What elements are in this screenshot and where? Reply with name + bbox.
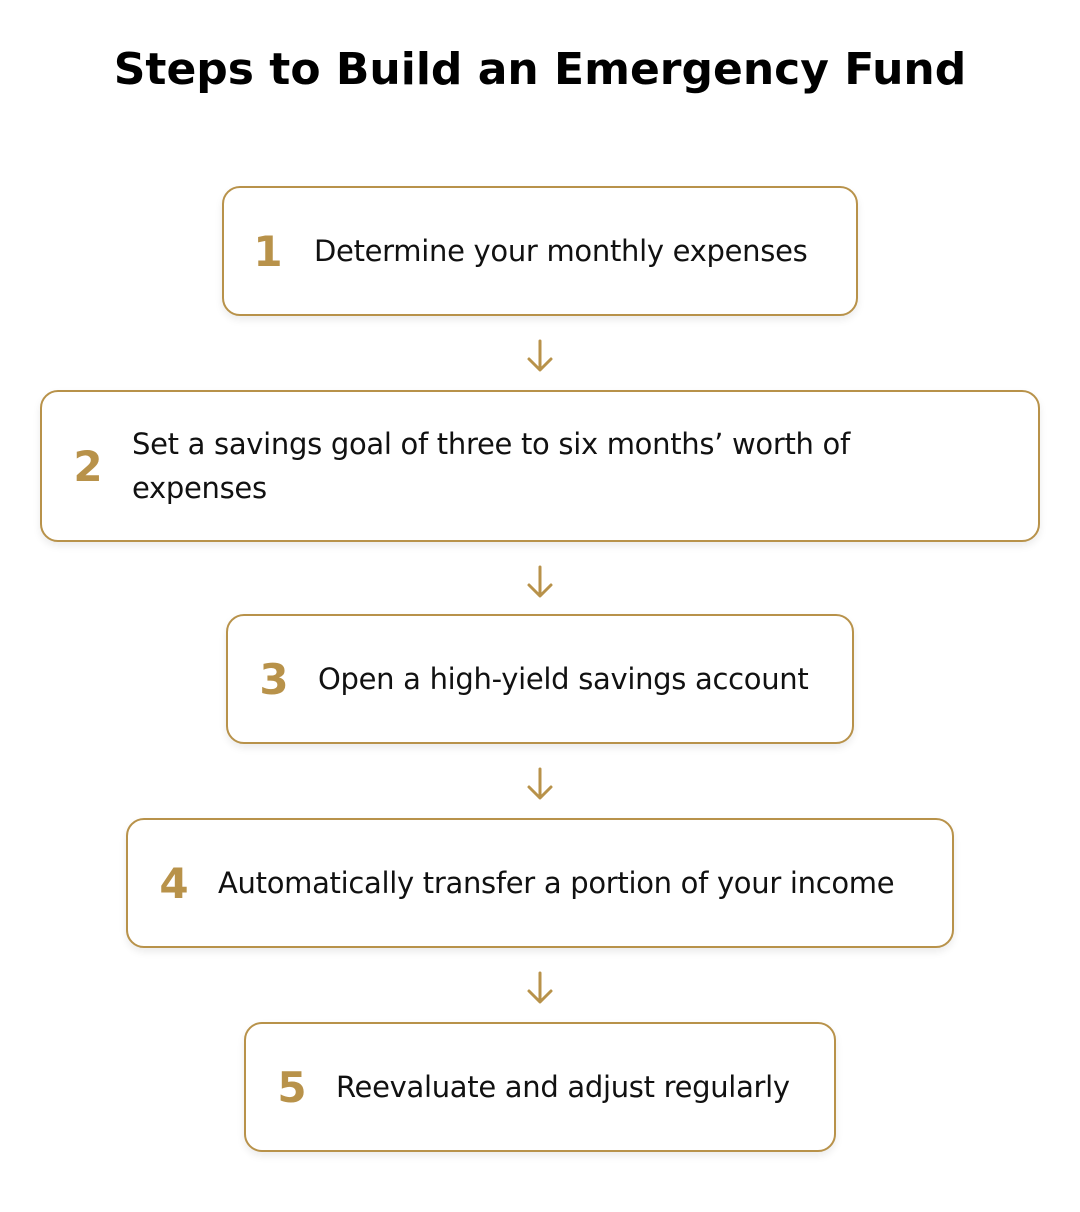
page-title: Steps to Build an Emergency Fund — [113, 44, 967, 95]
step-text: Automatically transfer a portion of your… — [218, 866, 895, 900]
step-1: 1 Determine your monthly expenses — [222, 186, 858, 316]
step-text: Open a high-yield savings account — [318, 662, 809, 696]
step-5: 5 Reevaluate and adjust regularly — [244, 1022, 836, 1152]
step-2: 2 Set a savings goal of three to six mon… — [40, 390, 1040, 542]
step-number: 5 — [277, 1062, 307, 1112]
arrow-down-icon — [527, 565, 553, 598]
step-number: 3 — [259, 654, 289, 704]
step-number: 2 — [73, 441, 103, 491]
arrow-down-icon — [527, 767, 553, 800]
step-3: 3 Open a high-yield savings account — [226, 614, 854, 744]
step-number: 4 — [159, 858, 189, 908]
arrow-down-icon — [527, 339, 553, 372]
step-text: Set a savings goal of three to six month… — [132, 427, 850, 505]
step-number: 1 — [253, 226, 283, 276]
step-text: Determine your monthly expenses — [314, 234, 808, 268]
step-text: Reevaluate and adjust regularly — [336, 1070, 790, 1104]
step-4: 4 Automatically transfer a portion of yo… — [126, 818, 954, 948]
arrow-down-icon — [527, 971, 553, 1004]
